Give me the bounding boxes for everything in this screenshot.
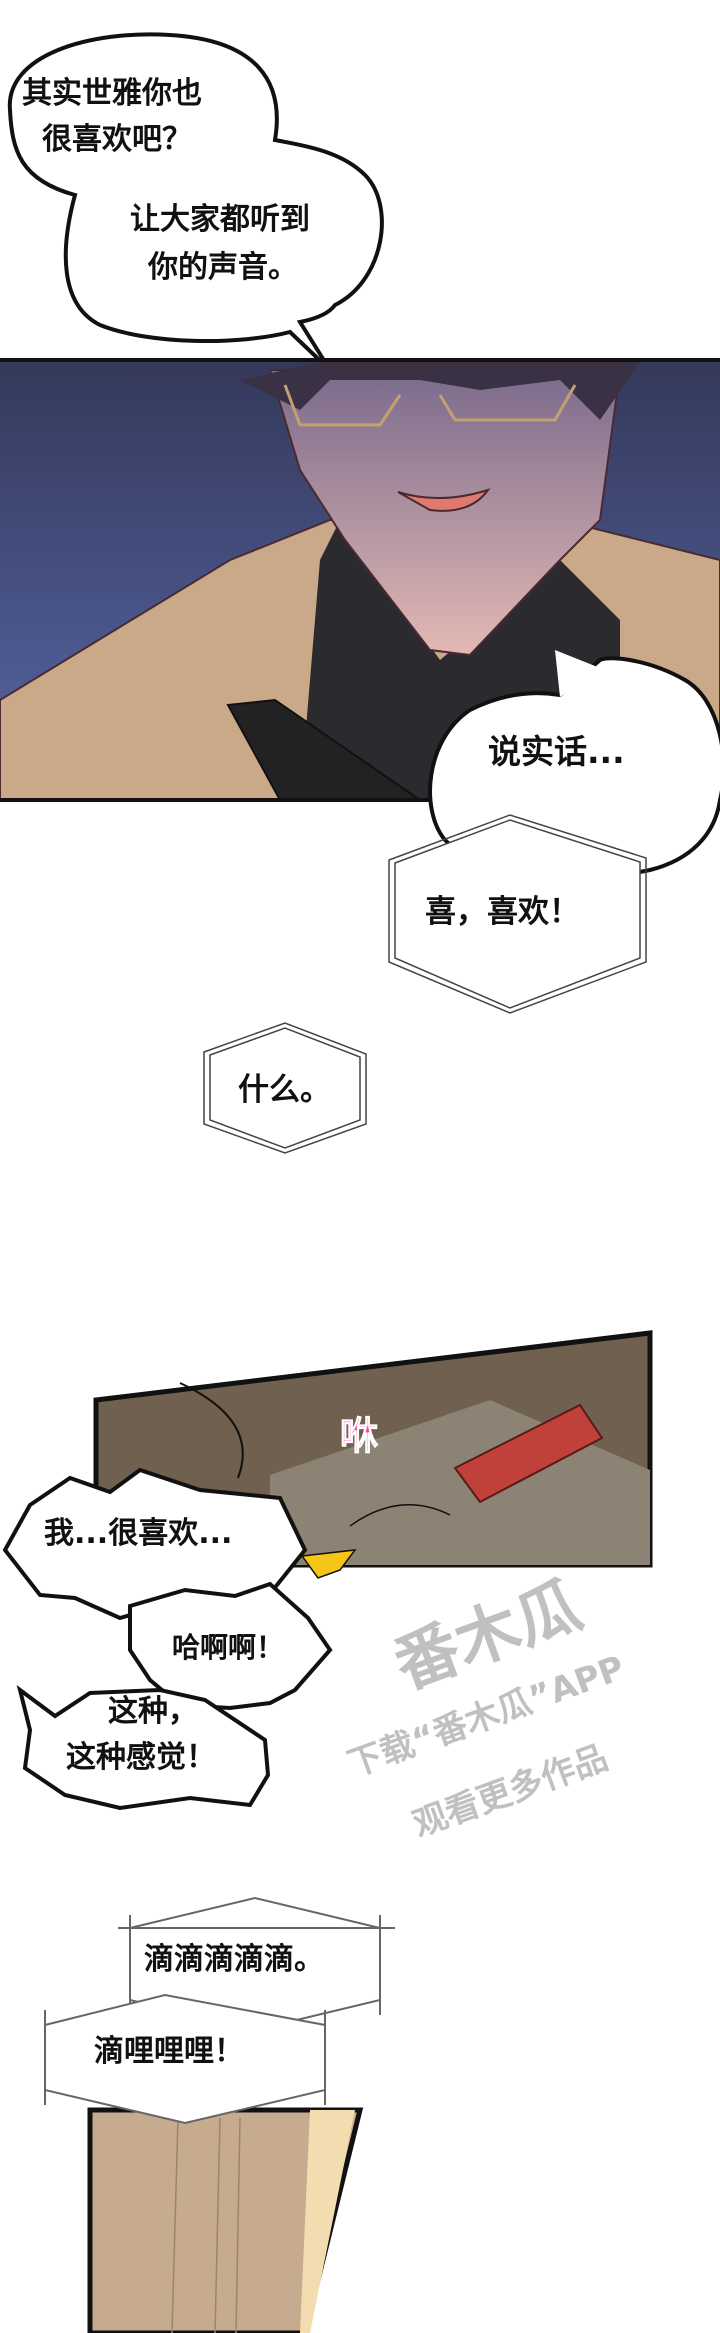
glasses [283, 384, 577, 427]
bubble-6-text: 我...很喜欢... [44, 1516, 233, 1551]
bubble-2-line-2: 你的声音。 [148, 250, 298, 285]
bubble-9-text: 滴滴滴滴滴。 [144, 1942, 324, 1977]
speech-bubble-1 [7, 32, 384, 372]
bubble-3-text: 说实话... [488, 732, 625, 771]
bubble-2-line-1: 让大家都听到 [130, 202, 310, 237]
hex-bubble-4 [388, 814, 647, 1014]
spiky-bubble-8 [16, 1685, 271, 1811]
face [268, 369, 622, 657]
bubble-4-text: 喜，喜欢！ [425, 894, 580, 930]
spiky-bubble-7 [128, 1581, 333, 1711]
mouth [397, 488, 491, 512]
bubble-1-line-1: 其实世雅你也 [22, 76, 202, 111]
hex-bubble-9 [118, 1896, 395, 2032]
hair [240, 362, 640, 420]
red-phone [453, 1403, 604, 1504]
bubble-8-line-1: 这种， [108, 1694, 198, 1729]
door [87, 2107, 364, 2333]
sfx-whoosh: 咻 [339, 1414, 379, 1459]
bubble-8-line-2: 这种感觉！ [66, 1740, 216, 1775]
impact-spark [300, 1549, 357, 1579]
bubble-7-text: 哈啊啊！ [172, 1631, 285, 1664]
bubble-10-text: 滴哩哩哩！ [94, 2034, 244, 2069]
hex-bubble-5 [203, 1022, 367, 1154]
hex-bubble-10 [44, 1993, 326, 2125]
bubble-1-line-2: 很喜欢吧？ [42, 122, 192, 157]
bubble-5-text: 什么。 [238, 1072, 331, 1108]
